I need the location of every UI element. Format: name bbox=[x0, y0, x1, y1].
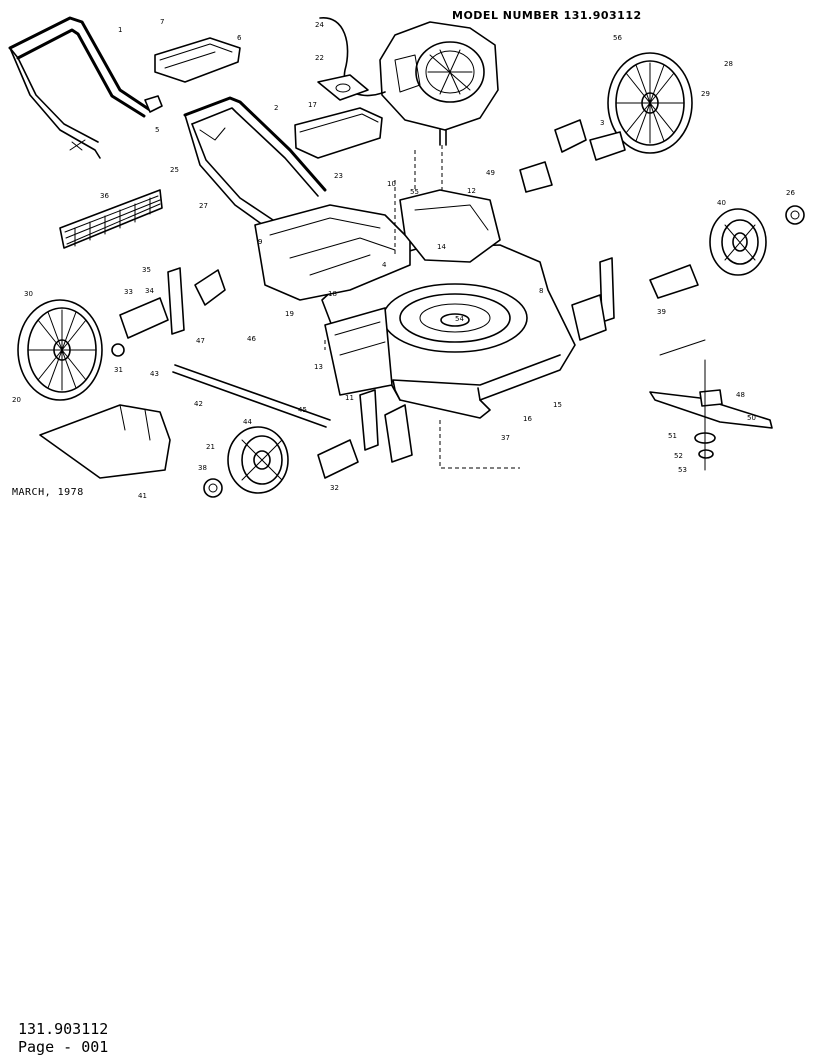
callout-39: 39 bbox=[657, 308, 666, 316]
throttle-cable bbox=[319, 17, 386, 97]
callout-4: 4 bbox=[382, 261, 387, 269]
callout-16: 16 bbox=[523, 415, 532, 423]
callout-35: 35 bbox=[142, 266, 151, 274]
callout-7: 7 bbox=[160, 18, 164, 26]
callout-40: 40 bbox=[717, 199, 726, 207]
control-knob bbox=[69, 95, 163, 151]
callout-24: 24 bbox=[315, 21, 324, 29]
callout-14: 14 bbox=[437, 243, 446, 251]
throttle-bracket-22 bbox=[317, 74, 369, 101]
dashed-guide-lines bbox=[324, 150, 520, 469]
exploded-parts-diagram: 1 2 3 4 5 6 7 8 9 10 11 12 13 14 15 16 1… bbox=[8, 16, 805, 500]
rear-axle-rod bbox=[172, 364, 331, 428]
wheel-front-right bbox=[709, 208, 767, 276]
callout-54: 54 bbox=[455, 315, 464, 323]
callout-11: 11 bbox=[345, 394, 354, 402]
callout-19: 19 bbox=[285, 310, 294, 318]
rear-deck-plate bbox=[254, 204, 411, 301]
callout-55: 55 bbox=[410, 188, 419, 196]
callout-20: 20 bbox=[12, 396, 21, 404]
height-adjuster-front-left bbox=[317, 389, 413, 479]
callout-15: 15 bbox=[553, 401, 562, 409]
callout-29: 29 bbox=[701, 90, 710, 98]
callout-52: 52 bbox=[674, 452, 683, 460]
callout-21: 21 bbox=[206, 443, 215, 451]
callout-5: 5 bbox=[155, 126, 159, 134]
callout-28: 28 bbox=[724, 60, 733, 68]
callout-36: 36 bbox=[100, 192, 109, 200]
lower-handle bbox=[183, 96, 327, 231]
callout-8: 8 bbox=[539, 287, 543, 295]
rear-baffle bbox=[39, 404, 171, 479]
callout-32: 32 bbox=[330, 484, 339, 492]
callout-3: 3 bbox=[600, 119, 604, 127]
callout-17: 17 bbox=[308, 101, 317, 109]
handle-bracket bbox=[154, 37, 241, 83]
callout-31: 31 bbox=[114, 366, 123, 374]
callout-45: 45 bbox=[298, 406, 307, 414]
callout-10: 10 bbox=[387, 180, 396, 188]
hubcap-front-right bbox=[785, 205, 805, 225]
callout-27: 27 bbox=[199, 202, 208, 210]
callout-1: 1 bbox=[118, 26, 122, 34]
callout-44: 44 bbox=[243, 418, 252, 426]
callout-6: 6 bbox=[237, 34, 242, 42]
callout-41: 41 bbox=[138, 492, 147, 500]
callout-47: 47 bbox=[196, 337, 205, 345]
footer-part-number: 131.903112 bbox=[18, 1020, 109, 1038]
callout-43: 43 bbox=[150, 370, 159, 378]
callout-9: 9 bbox=[258, 238, 262, 246]
callout-13: 13 bbox=[314, 363, 323, 371]
footer-page-number: Page - 001 bbox=[18, 1038, 109, 1056]
callout-37: 37 bbox=[501, 434, 510, 442]
callout-18: 18 bbox=[328, 290, 337, 298]
revision-date: MARCH, 1978 bbox=[12, 487, 84, 498]
rear-door bbox=[324, 307, 393, 396]
upper-handle bbox=[8, 16, 152, 159]
blade-assembly bbox=[649, 339, 773, 471]
callout-33: 33 bbox=[124, 288, 133, 296]
model-number-header: MODEL NUMBER 131.903112 bbox=[452, 9, 642, 22]
grass-bag-frame bbox=[59, 189, 163, 249]
callout-30: 30 bbox=[24, 290, 33, 298]
height-adjuster-rear-left bbox=[111, 267, 226, 357]
height-adjuster-rear-right bbox=[519, 119, 626, 193]
callout-46: 46 bbox=[247, 335, 256, 343]
deflector-plate bbox=[399, 189, 501, 263]
callout-23: 23 bbox=[334, 172, 343, 180]
callout-34: 34 bbox=[145, 287, 154, 295]
callout-50: 50 bbox=[747, 414, 756, 422]
callout-48: 48 bbox=[736, 391, 745, 399]
callout-56: 56 bbox=[613, 34, 622, 42]
callout-26: 26 bbox=[786, 189, 795, 197]
callout-25: 25 bbox=[170, 166, 179, 174]
page-footer: 131.903112 Page - 001 bbox=[18, 1020, 108, 1056]
callout-53: 53 bbox=[678, 466, 687, 474]
callout-42: 42 bbox=[194, 400, 203, 408]
callout-38: 38 bbox=[198, 464, 207, 472]
wheel-rear-left bbox=[17, 299, 103, 401]
hubcap-front-left bbox=[203, 478, 223, 498]
callout-labels: 1 2 3 4 5 6 7 8 9 10 11 12 13 14 15 16 1… bbox=[12, 18, 795, 500]
callout-51: 51 bbox=[668, 432, 677, 440]
wheel-rear-right bbox=[607, 52, 693, 154]
callout-22: 22 bbox=[315, 54, 324, 62]
wheel-front-left bbox=[227, 426, 289, 494]
callout-2: 2 bbox=[274, 104, 278, 112]
callout-12: 12 bbox=[467, 187, 476, 195]
engine-guard-17 bbox=[294, 107, 383, 159]
height-adjuster-front-right bbox=[571, 257, 699, 341]
callout-49: 49 bbox=[486, 169, 495, 177]
